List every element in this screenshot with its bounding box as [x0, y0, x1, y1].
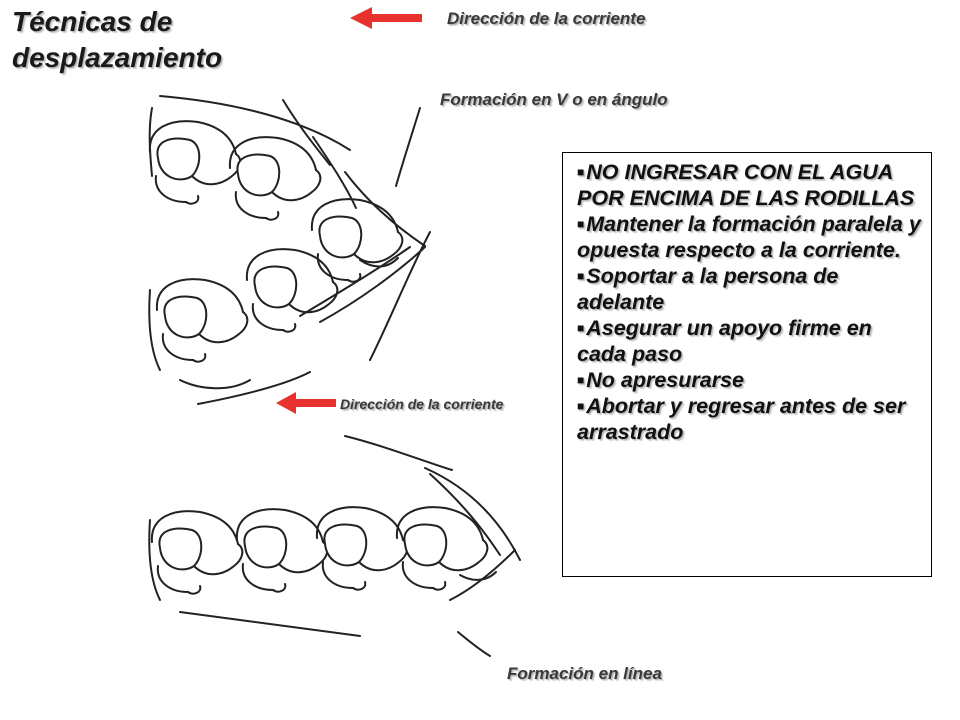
line-formation-walkers: [148, 506, 497, 601]
current-direction-label-top: Dirección de la corriente: [447, 9, 646, 28]
safety-rule-item: ■Asegurar un apoyo firme en cada paso: [577, 316, 872, 366]
safety-rule-item: ■NO INGRESAR CON EL AGUA POR ENCIMA DE L…: [577, 160, 915, 210]
square-bullet-icon: ■: [577, 373, 585, 387]
current-direction-arrow-icon: [350, 7, 422, 29]
square-bullet-icon: ■: [577, 399, 585, 413]
current-direction-label-mid: Dirección de la corriente: [340, 396, 504, 412]
line-formation-label: Formación en línea: [507, 664, 662, 683]
square-bullet-icon: ■: [577, 321, 585, 335]
safety-rules-box: ■NO INGRESAR CON EL AGUA POR ENCIMA DE L…: [562, 152, 932, 577]
current-direction-arrow-icon-mid: [276, 392, 336, 414]
safety-rule-item: ■Soportar a la persona de adelante: [577, 264, 839, 314]
square-bullet-icon: ■: [577, 269, 585, 283]
page-title: Técnicas de desplazamiento: [12, 6, 223, 73]
safety-rules-list: ■NO INGRESAR CON EL AGUA POR ENCIMA DE L…: [577, 159, 923, 445]
formation-illustration: [148, 95, 521, 657]
safety-rule-item: ■Abortar y regresar antes de ser arrastr…: [577, 394, 906, 444]
safety-rule-item: ■Mantener la formación paralela y opuest…: [577, 212, 921, 262]
v-formation-walkers: [148, 107, 404, 390]
v-formation-label: Formación en V o en ángulo: [440, 90, 668, 109]
square-bullet-icon: ■: [577, 217, 585, 231]
square-bullet-icon: ■: [577, 165, 585, 179]
safety-rule-item: ■No apresurarse: [577, 368, 744, 392]
